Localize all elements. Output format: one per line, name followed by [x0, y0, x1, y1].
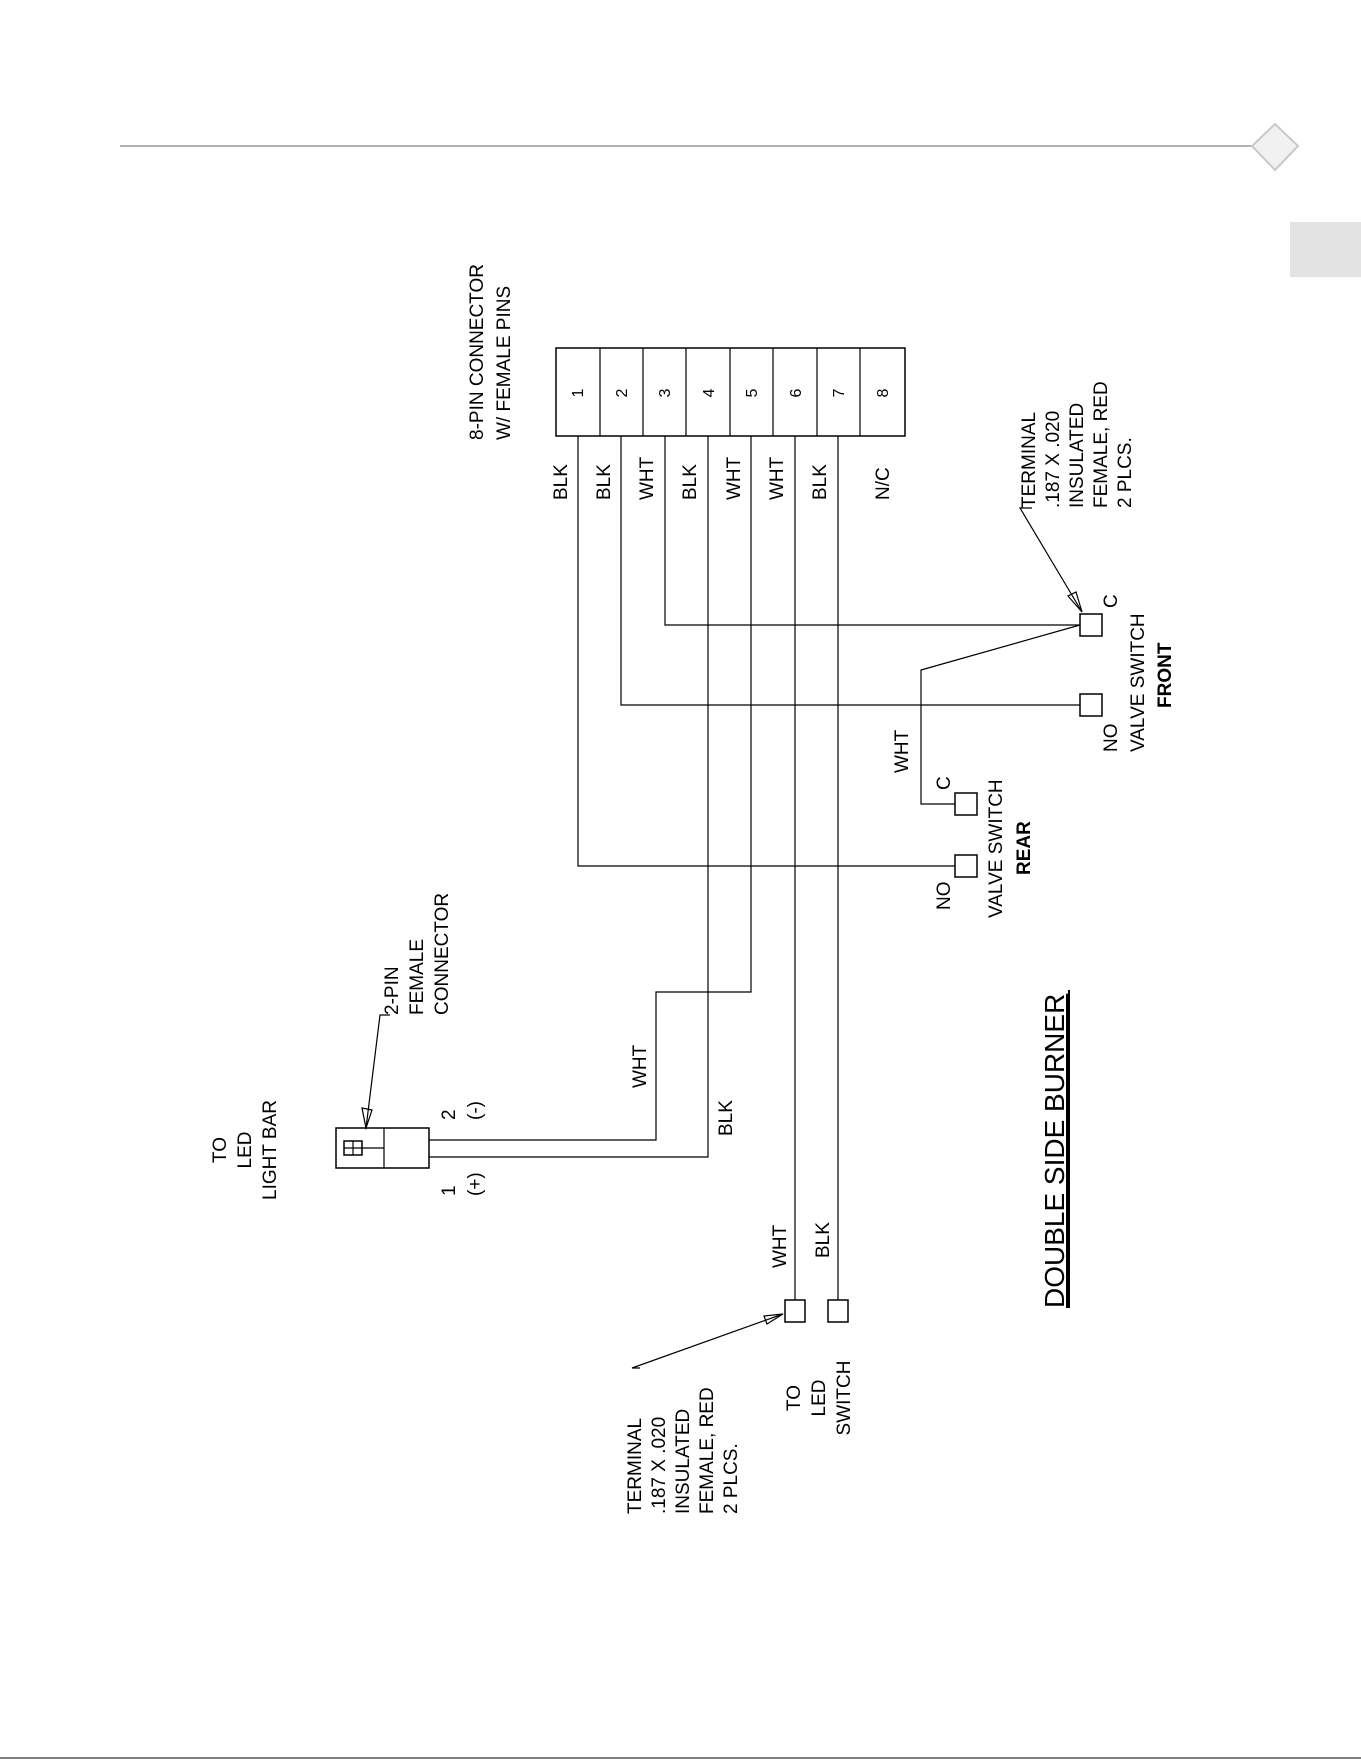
- section-tab: [1290, 222, 1361, 277]
- led-switch-terminal-blk: [827, 1299, 849, 1323]
- eight-pin-label-line2: W/ FEMALE PINS: [494, 286, 515, 440]
- two-pin-pin2-polarity: (-): [465, 1101, 486, 1120]
- rear-valve-c-terminal: [954, 792, 978, 816]
- two-pin-blk-wire-label: BLK: [716, 1100, 737, 1136]
- svg-text:FEMALE, RED: FEMALE, RED: [697, 1387, 718, 1514]
- diagram-title: DOUBLE SIDE BURNER: [1039, 994, 1070, 1308]
- rear-valve-no-label: NO: [934, 882, 955, 911]
- eight-pin-label-line1: 8-PIN CONNECTOR: [467, 264, 488, 440]
- svg-text:.187 X .020: .187 X .020: [649, 1417, 670, 1514]
- svg-text:FEMALE: FEMALE: [407, 939, 428, 1015]
- wire-pin5-to-light-bar-minus: [429, 436, 752, 1141]
- svg-text:2-PIN: 2-PIN: [382, 966, 403, 1015]
- front-valve-no-label: NO: [1101, 724, 1122, 753]
- front-valve-no-terminal: [1079, 693, 1103, 717]
- terminal-note-front: TERMINAL .187 X .020 INSULATED FEMALE, R…: [1019, 381, 1136, 508]
- to-led-light-bar-label: TO LED LIGHT BAR: [210, 1100, 281, 1200]
- wire-color-pin-8: N/C: [873, 467, 894, 500]
- svg-text:TO: TO: [210, 1137, 231, 1163]
- svg-text:LIGHT BAR: LIGHT BAR: [260, 1100, 281, 1200]
- svg-text:.187 X .020: .187 X .020: [1043, 411, 1064, 508]
- two-pin-leader-arrowhead: [361, 1107, 373, 1131]
- rear-valve-no-terminal: [954, 854, 978, 878]
- two-pin-pin2-number: 2: [439, 1109, 460, 1120]
- led-switch-wht-wire-label: WHT: [770, 1224, 791, 1268]
- two-pin-connector-label: 2-PIN FEMALE CONNECTOR: [382, 893, 453, 1015]
- corner-tab-diamond: [1250, 122, 1300, 172]
- wire-color-pin-2: BLK: [594, 464, 615, 500]
- eight-pin-connector: 1 2 3 4 5 6 7 8: [555, 347, 906, 437]
- svg-text:LED: LED: [235, 1132, 256, 1169]
- wire-color-pin-4: BLK: [680, 464, 701, 500]
- svg-text:2 PLCS.: 2 PLCS.: [721, 1443, 742, 1514]
- terminal-note-led-switch: TERMINAL .187 X .020 INSULATED FEMALE, R…: [625, 1387, 742, 1514]
- wire-color-pin-3: WHT: [637, 456, 658, 500]
- rear-valve-title-line2: REAR: [1014, 821, 1035, 875]
- svg-text:INSULATED: INSULATED: [1067, 403, 1088, 508]
- wire-jumper-front-c-to-rear-c: [920, 624, 1081, 805]
- svg-text:TERMINAL: TERMINAL: [625, 1418, 646, 1514]
- svg-text:INSULATED: INSULATED: [673, 1409, 694, 1514]
- front-valve-title-line1: VALVE SWITCH: [1128, 613, 1149, 752]
- svg-text:TERMINAL: TERMINAL: [1019, 412, 1040, 508]
- rear-valve-title-line1: VALVE SWITCH: [986, 779, 1007, 918]
- pin-2-number: 2: [614, 388, 631, 397]
- terminal-note-front-arrowhead: [1067, 591, 1083, 613]
- front-valve-c-label: C: [1101, 594, 1122, 608]
- wire-pin4-to-light-bar-plus: [429, 436, 709, 1158]
- svg-text:SWITCH: SWITCH: [834, 1361, 855, 1436]
- pin-3-number: 3: [657, 388, 674, 397]
- two-pin-leader: [365, 1014, 390, 1129]
- led-switch-blk-wire-label: BLK: [813, 1222, 834, 1258]
- wire-pin1-to-rear-no: [577, 436, 955, 867]
- terminal-note-led-arrowhead: [763, 1313, 784, 1325]
- pin-1-number: 1: [570, 388, 587, 397]
- led-switch-terminal-wht: [784, 1299, 806, 1323]
- svg-text:TO: TO: [784, 1385, 805, 1411]
- terminal-note-front-leader: [1018, 507, 1083, 613]
- front-valve-c-terminal: [1079, 613, 1103, 637]
- pin-6-number: 6: [788, 388, 805, 397]
- wire-color-pin-6: WHT: [767, 456, 788, 500]
- jumper-wire-label: WHT: [892, 729, 913, 773]
- rear-valve-c-label: C: [934, 776, 955, 790]
- svg-text:CONNECTOR: CONNECTOR: [432, 893, 453, 1015]
- two-pin-wht-wire-label: WHT: [630, 1044, 651, 1088]
- wire-pin3-to-front-c: [664, 436, 1080, 626]
- wire-pin2-to-front-no: [620, 436, 1080, 706]
- two-pin-pin1-number: 1: [439, 1185, 460, 1196]
- svg-text:FEMALE, RED: FEMALE, RED: [1091, 381, 1112, 508]
- svg-text:LED: LED: [809, 1380, 830, 1417]
- pin-5-number: 5: [744, 388, 761, 397]
- to-led-switch-label: TO LED SWITCH: [784, 1361, 855, 1436]
- wire-color-pin-5: WHT: [724, 456, 745, 500]
- pin-8-number: 8: [875, 388, 892, 397]
- wire-color-pin-1: BLK: [551, 464, 572, 500]
- front-valve-title-line2: FRONT: [1155, 642, 1176, 708]
- pin-4-number: 4: [701, 388, 718, 397]
- terminal-note-led-leader: [631, 1313, 784, 1369]
- two-pin-pin1-polarity: (+): [465, 1172, 486, 1196]
- pin-7-number: 7: [831, 388, 848, 397]
- svg-text:2 PLCS.: 2 PLCS.: [1115, 437, 1136, 508]
- wire-color-pin-7: BLK: [810, 464, 831, 500]
